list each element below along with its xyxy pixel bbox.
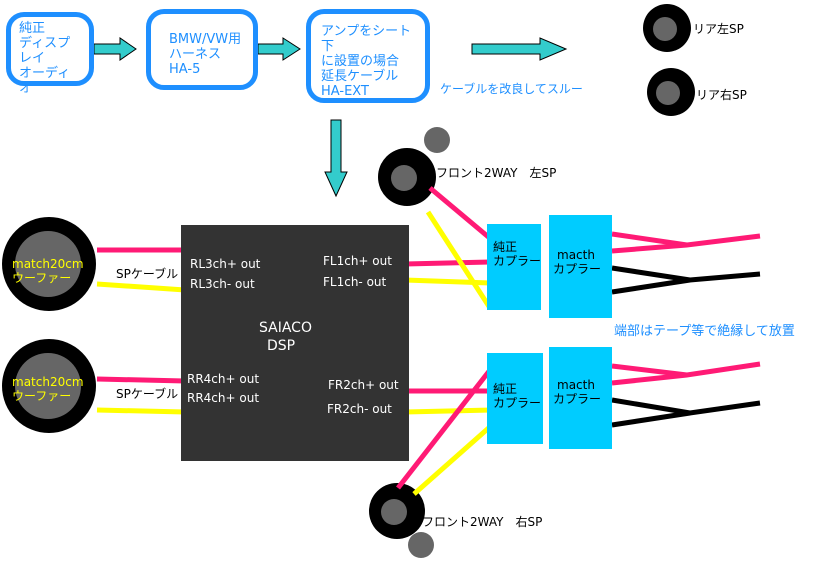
harness-box: BMW/VW用 ハーネス HA-5 [146, 9, 258, 90]
woofer-top-line-1: match20cm [12, 257, 84, 271]
extension-cable-box: アンプをシート下 に設置の場合 延長ケーブル HA-EXT [306, 9, 430, 103]
front-right-speaker-icon [369, 483, 434, 558]
fr-speaker-plus-wire [396, 368, 492, 490]
harness-line-3: HA-5 [169, 62, 201, 77]
bottom-woofer-minus-wire [96, 407, 186, 415]
stock-coupler-top-line-2: カプラー [493, 254, 542, 268]
macth-coupler-bottom-line-1: macth [557, 378, 595, 392]
woofer-bottom-label: match20cm ウーファー [12, 375, 84, 403]
bottom-cable-label: SPケーブル [116, 387, 179, 401]
pass-through-note: ケーブルを改良してスルー [440, 82, 583, 96]
fl-minus-wire [404, 277, 491, 286]
harness-line-2: ハーネス [169, 47, 222, 62]
stock-audio-line-2: ディスプレイ [19, 36, 71, 66]
rear-right-speaker-icon [647, 68, 695, 116]
arrow-2 [257, 37, 301, 61]
dsp-unit: RL3ch+ out RL3ch- out RR4ch+ out RR4ch+ … [181, 225, 409, 461]
fl-plus-wire [404, 259, 491, 267]
extension-line-4: HA-EXT [321, 84, 369, 99]
macth-coupler-bottom: macth カプラー [549, 347, 612, 449]
stock-coupler-top-line-1: 純正 [493, 240, 518, 254]
stock-audio-line-1: 純正 [19, 21, 46, 36]
woofer-top-line-2: ウーファー [12, 271, 72, 285]
rr-plus-label: RR4ch+ out [187, 372, 260, 386]
woofer-top-label: match20cm ウーファー [12, 257, 84, 285]
fr-minus-label: FR2ch- out [327, 402, 392, 416]
woofer-bottom-icon [2, 339, 96, 433]
macth-coupler-top-line-1: macth [557, 248, 595, 262]
front-left-speaker-icon [378, 127, 450, 206]
front-left-label: フロント2WAY 左SP [436, 166, 557, 180]
stock-audio-line-3: オーディオ [19, 66, 71, 96]
front-right-label: フロント2WAY 右SP [422, 515, 543, 529]
rl-minus-label: RL3ch- out [190, 277, 255, 291]
dsp-title: SAIACO DSP [259, 319, 312, 355]
rear-left-label: リア左SP [693, 22, 744, 36]
arrow-down [324, 119, 348, 198]
arrow-3 [471, 37, 568, 61]
top-macth-wires [611, 231, 761, 295]
fr-speaker-minus-wire [412, 423, 494, 496]
fl-speaker-plus-wire [428, 186, 494, 242]
woofer-bottom-line-1: match20cm [12, 375, 84, 389]
top-woofer-minus-wire [96, 281, 186, 293]
fl-minus-label: FL1ch- out [323, 275, 387, 289]
arrow-1 [93, 37, 137, 61]
rl-plus-label: RL3ch+ out [190, 257, 261, 271]
extension-line-2: に設置の場合 [321, 54, 400, 69]
macth-coupler-top: macth カプラー [549, 215, 612, 318]
stock-coupler-bottom-line-1: 純正 [493, 382, 518, 396]
macth-coupler-top-line-2: カプラー [553, 262, 602, 276]
stock-coupler-bottom: 純正 カプラー [487, 353, 543, 444]
stock-coupler-bottom-line-2: カプラー [493, 396, 542, 410]
fl-speaker-minus-wire [425, 210, 493, 310]
dsp-title-line-1: SAIACO [259, 320, 312, 336]
stock-coupler-top: 純正 カプラー [487, 224, 541, 310]
rr-minus-label: RR4ch+ out [187, 391, 260, 405]
extension-line-1: アンプをシート下 [321, 24, 412, 54]
fr-plus-label: FR2ch+ out [328, 378, 399, 392]
fr-minus-wire [404, 407, 493, 415]
bottom-woofer-plus-wire [96, 376, 186, 384]
extension-line-3: 延長ケーブル [321, 69, 399, 84]
fl-plus-label: FL1ch+ out [323, 254, 392, 268]
top-cable-label: SPケーブル [116, 267, 179, 281]
terminal-note: 端部はテープ等で絶縁して放置 [614, 324, 795, 339]
stock-audio-box: 純正 ディスプレイ オーディオ [6, 12, 94, 96]
woofer-top-icon [2, 217, 96, 311]
harness-line-1: BMW/VW用 [169, 32, 242, 47]
bottom-macth-wires [611, 361, 761, 428]
macth-coupler-bottom-line-2: カプラー [553, 392, 602, 406]
rear-left-speaker-icon [643, 4, 691, 52]
woofer-bottom-line-2: ウーファー [12, 389, 72, 403]
rear-right-label: リア右SP [696, 88, 747, 102]
dsp-title-line-2: DSP [267, 338, 296, 354]
